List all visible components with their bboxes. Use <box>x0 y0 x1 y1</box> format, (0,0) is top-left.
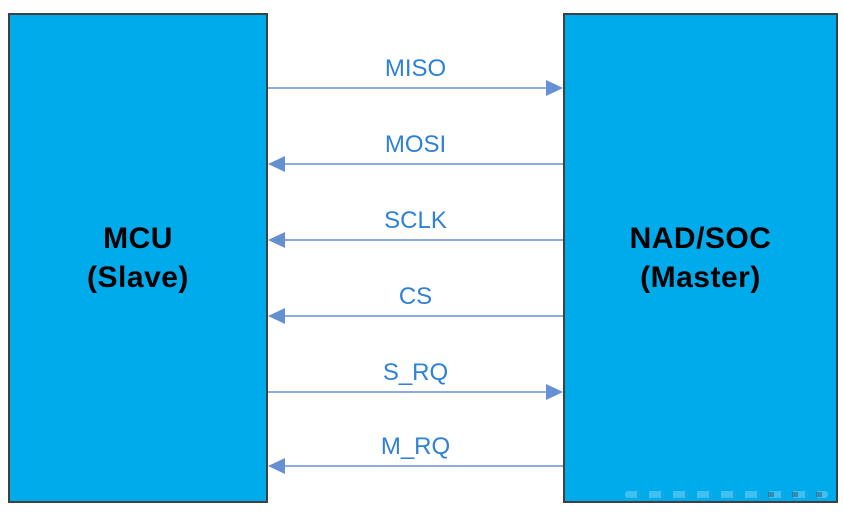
arrowhead-right-icon <box>546 80 563 96</box>
arrowhead-left-icon <box>268 308 285 324</box>
mcu-box-subtitle: (Slave) <box>87 261 189 294</box>
nad-box-title: NAD/SOC <box>629 222 772 255</box>
signal-line <box>277 315 563 317</box>
signal-label: MOSI <box>384 131 447 158</box>
watermark-smudge <box>625 491 828 498</box>
signal-line <box>277 163 563 165</box>
signal-label: M_RQ <box>380 433 451 460</box>
mcu-slave-box: MCU (Slave) <box>8 13 268 503</box>
arrowhead-left-icon <box>268 458 285 474</box>
signal-arrows-area: MISO MOSI SCLK CS S_RQ M_RQ <box>268 0 563 514</box>
signal-line <box>277 239 563 241</box>
arrowhead-left-icon <box>268 156 285 172</box>
signal-line <box>268 391 554 393</box>
signal-line <box>277 465 563 467</box>
nad-box-subtitle: (Master) <box>640 261 761 294</box>
arrowhead-right-icon <box>546 384 563 400</box>
signal-label: MISO <box>384 55 447 82</box>
mcu-box-title: MCU <box>103 222 173 255</box>
arrowhead-left-icon <box>268 232 285 248</box>
signal-label: SCLK <box>384 207 447 234</box>
watermark-dots <box>816 492 822 497</box>
signal-label: S_RQ <box>382 359 449 386</box>
signal-label: CS <box>398 283 433 310</box>
nad-soc-master-box: NAD/SOC (Master) <box>563 13 838 503</box>
signal-line <box>268 87 554 89</box>
